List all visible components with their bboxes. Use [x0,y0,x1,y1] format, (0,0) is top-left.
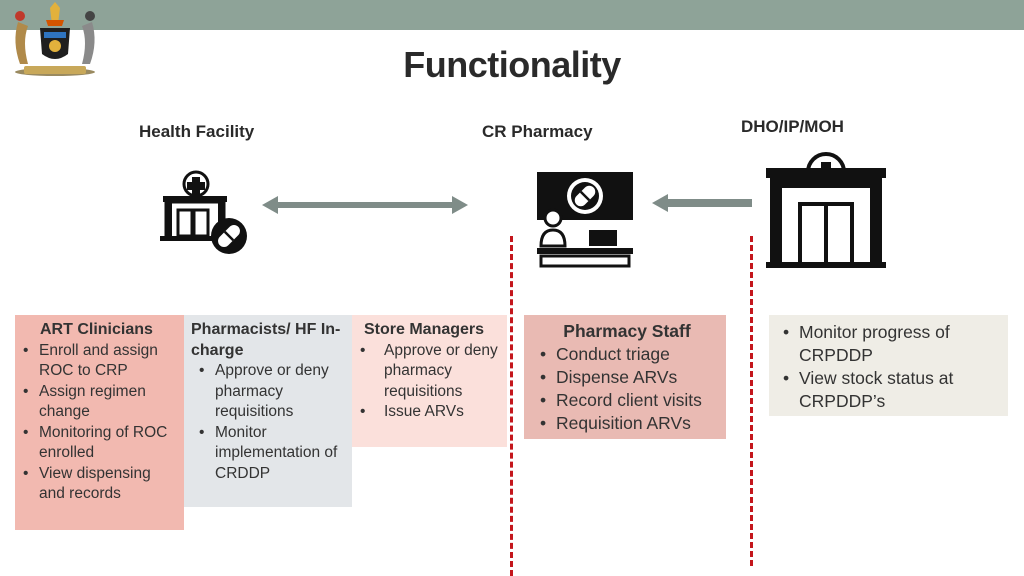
pharmacy-staff-box: Pharmacy Staff Conduct triage Dispense A… [524,315,726,439]
coat-of-arms-logo [15,2,95,76]
pharmacists-box: Pharmacists/ HF In-charge Approve or den… [184,315,352,507]
divider-dashed-line [510,236,513,576]
pharmacy-counter-icon [537,172,633,268]
list-item: Record client visits [532,389,722,412]
list-item: Dispense ARVs [532,366,722,389]
page-title: Functionality [403,44,621,85]
store-managers-box: Store Managers Approve or deny pharmacy … [352,315,507,447]
store-managers-heading: Store Managers [364,321,485,338]
list-item: Enroll and assign ROC to CRP [15,341,178,382]
list-item: View dispensing and records [15,464,178,505]
top-bar [0,0,1024,30]
art-clinicians-heading: ART Clinicians [40,321,153,338]
label-health-facility: Health Facility [139,122,255,141]
art-clinicians-box: ART Clinicians Enroll and assign ROC to … [15,315,184,530]
list-item: Monitor progress of CRPDDP [775,321,1002,367]
label-cr-pharmacy: CR Pharmacy [482,122,593,141]
list-item: Assign regimen change [15,382,178,423]
list-item: Conduct triage [532,343,722,366]
hospital-building-icon [766,152,886,268]
list-item: Approve or deny pharmacy requisitions [191,361,346,423]
label-dho: DHO/IP/MOH [741,117,844,136]
dho-box: Monitor progress of CRPDDP View stock st… [769,315,1008,416]
list-item: Requisition ARVs [532,412,722,435]
left-arrow-icon [652,194,752,212]
list-item: Approve or deny pharmacy requisitions [352,341,501,403]
health-facility-pill-icon [160,170,247,254]
list-item: Monitoring of ROC enrolled [15,423,178,464]
double-headed-arrow-icon [262,196,468,214]
divider-dashed-line [750,236,753,566]
list-item: Issue ARVs [352,402,501,423]
list-item: View stock status at CRPDDP’s [775,367,1002,413]
pharmacy-staff-heading: Pharmacy Staff [563,321,691,341]
list-item: Monitor implementation of CRDDP [191,423,346,485]
pharmacists-heading: Pharmacists/ HF In-charge [191,321,341,359]
